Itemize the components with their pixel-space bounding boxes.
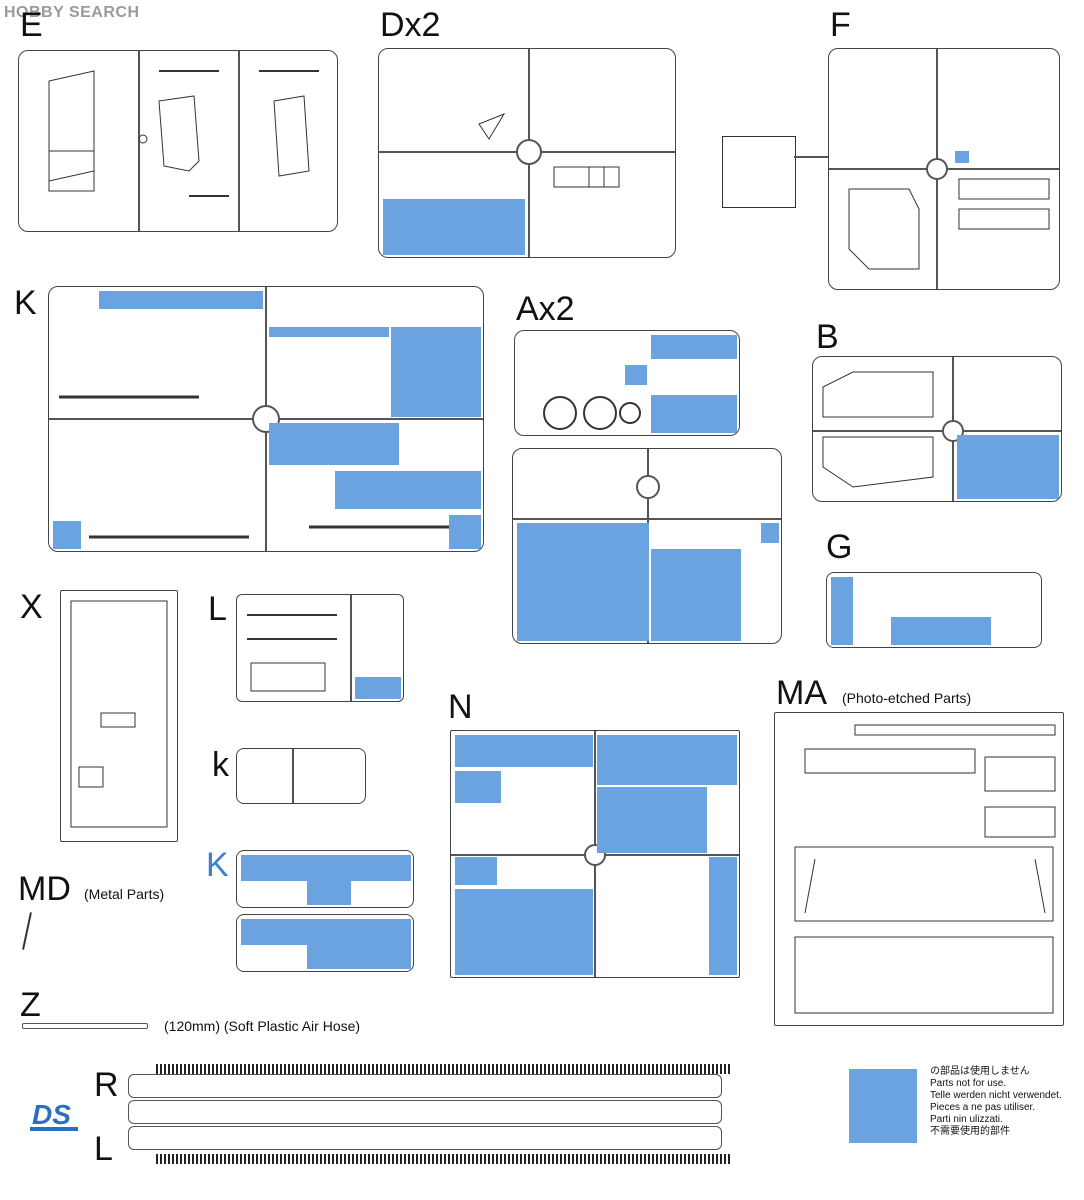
sprue-a-top-drawing (543, 396, 641, 430)
unused-block (241, 855, 411, 881)
track-r (156, 1064, 730, 1074)
sprue-e-drawing (48, 51, 319, 231)
z-subtitle: (120mm) (Soft Plastic Air Hose) (164, 1018, 361, 1034)
track-rail (128, 1126, 722, 1150)
unused-block (455, 857, 497, 885)
sprue-x-drawing (70, 600, 168, 828)
sprue-label-ma: MA (776, 674, 827, 712)
unused-block (53, 521, 81, 549)
unused-block (517, 523, 649, 641)
unused-block (709, 857, 737, 975)
ma-subtitle: (Photo-etched Parts) (842, 690, 972, 706)
sprue-label-f: F (830, 6, 851, 44)
unused-block (269, 327, 389, 337)
sprue-label-l: L (208, 590, 227, 628)
unused-block (307, 881, 351, 905)
ds-logo-text: DS (32, 1099, 71, 1130)
sprue-k-small-drawing (292, 749, 294, 803)
turret-connector (794, 156, 828, 158)
unused-block (957, 435, 1059, 499)
unused-block (99, 291, 263, 309)
sprue-label-d: Dx2 (380, 6, 441, 44)
sprue-d-frame (378, 48, 676, 258)
turret-part (722, 136, 796, 208)
unused-block (597, 735, 737, 785)
legend-line: Telle werden nicht verwendet. (930, 1090, 1062, 1101)
watermark: HOBBY SEARCH (4, 4, 140, 21)
sprue-k-drawing (49, 287, 483, 551)
unused-block (449, 515, 481, 549)
unused-block (651, 395, 737, 433)
sprue-x-frame (60, 590, 178, 842)
sprue-k-blue-frame-2 (236, 914, 414, 972)
track-l (156, 1154, 730, 1164)
metal-pin-part (22, 912, 32, 950)
legend-swatch (849, 1069, 917, 1143)
unused-block (391, 327, 481, 417)
sprue-label-g: G (826, 528, 853, 566)
unused-block (455, 889, 593, 975)
sprue-f-drawing (829, 49, 1059, 289)
legend-line: の部品は使用しません (930, 1066, 1030, 1077)
unused-block (625, 365, 647, 385)
sprue-g-frame (826, 572, 1042, 648)
unused-block (383, 199, 525, 255)
legend-line: Pieces a ne pas utiliser. (930, 1102, 1036, 1113)
sprue-label-a: Ax2 (516, 290, 575, 328)
track-label-r: R (94, 1066, 119, 1104)
unused-block (269, 423, 399, 465)
md-subtitle: (Metal Parts) (84, 886, 165, 902)
sprue-l-drawing (247, 595, 352, 701)
unused-block (831, 577, 853, 645)
sprue-label-n: N (448, 688, 473, 726)
sprue-k-frame (48, 286, 484, 552)
sprue-e-frame (18, 50, 338, 232)
unused-block (355, 677, 401, 699)
sprue-label-k-blue: K (206, 846, 229, 884)
sprue-label-k: K (14, 284, 37, 322)
unused-block (307, 945, 411, 969)
legend-line: 不需要使用的部件 (930, 1126, 1010, 1137)
legend: の部品は使用しません Parts not for use. Telle werd… (930, 1066, 1062, 1138)
unused-block (455, 771, 501, 803)
track-rail (128, 1100, 722, 1124)
unused-block (455, 735, 593, 767)
unused-block (891, 617, 991, 645)
sprue-l-frame (236, 594, 404, 702)
unused-block (761, 523, 779, 543)
air-hose-part (22, 1023, 148, 1029)
unused-block (651, 549, 741, 641)
unused-block (651, 335, 737, 359)
sprue-label-b: B (816, 318, 839, 356)
sprue-d-drawing (379, 49, 675, 257)
sprue-ma-frame (774, 712, 1064, 1026)
sprue-label-x: X (20, 588, 43, 626)
sprue-b-frame (812, 356, 1062, 502)
sprue-k-blue-frame-1 (236, 850, 414, 908)
ds-logo: DS (30, 1099, 78, 1131)
unused-block (955, 151, 969, 163)
legend-line: Parti nin ulizzati. (930, 1114, 1003, 1125)
unused-block (335, 471, 481, 509)
track-rail (128, 1074, 722, 1098)
sprue-a-bottom-frame (512, 448, 782, 644)
sprue-n-frame (450, 730, 740, 978)
unused-block (597, 787, 707, 853)
track-label-l: L (94, 1130, 113, 1168)
sprue-ma-drawing (794, 724, 1056, 1014)
sprue-k-small-frame (236, 748, 366, 804)
unused-block (241, 919, 411, 945)
sprue-label-k-small: k (212, 746, 229, 784)
sprue-label-z: Z (20, 986, 41, 1024)
sprue-label-e: E (20, 6, 43, 44)
sprue-f-frame (828, 48, 1060, 290)
legend-line: Parts not for use. (930, 1078, 1007, 1089)
sprue-a-top-frame (514, 330, 740, 436)
sprue-label-md: MD (18, 870, 71, 908)
